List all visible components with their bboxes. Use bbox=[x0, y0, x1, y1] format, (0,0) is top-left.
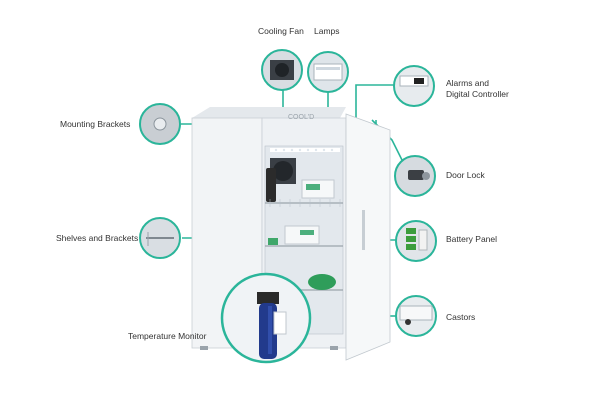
label-door-lock: Door Lock bbox=[446, 170, 485, 180]
label-shelves-brackets: Shelves and Brackets bbox=[56, 233, 139, 243]
key-icon bbox=[408, 170, 424, 180]
callout-castors bbox=[395, 295, 437, 337]
label-alarms-line2: Digital Controller bbox=[446, 89, 509, 99]
label-castors: Castors bbox=[446, 312, 476, 322]
callout-cooling-fan bbox=[261, 49, 303, 91]
fan-icon bbox=[275, 63, 289, 77]
leader-alarms bbox=[355, 84, 397, 118]
label-cooling-fan: Cooling Fan bbox=[258, 26, 304, 36]
callout-lamps bbox=[307, 51, 349, 93]
bracket-icon bbox=[153, 117, 167, 131]
label-temperature-monitor: Temperature Monitor bbox=[128, 331, 207, 341]
label-mounting-brackets: Mounting Brackets bbox=[60, 119, 131, 129]
brand-logo: COOL'D bbox=[288, 114, 314, 121]
label-battery-panel: Battery Panel bbox=[446, 234, 498, 244]
callout-mounting-brackets bbox=[139, 103, 181, 145]
battery-icon bbox=[406, 228, 416, 234]
callout-alarms-controller bbox=[393, 65, 435, 107]
callout-door-lock bbox=[394, 155, 436, 197]
callout-battery-panel bbox=[395, 220, 437, 262]
label-alarms-line1: Alarms and bbox=[446, 78, 489, 88]
label-lamps: Lamps bbox=[314, 26, 340, 36]
castor-icon bbox=[405, 319, 411, 325]
lamp-icon bbox=[316, 67, 340, 70]
callout-shelves-brackets bbox=[139, 217, 181, 259]
callout-temperature-monitor bbox=[220, 272, 312, 364]
controller-display-icon bbox=[414, 78, 424, 84]
